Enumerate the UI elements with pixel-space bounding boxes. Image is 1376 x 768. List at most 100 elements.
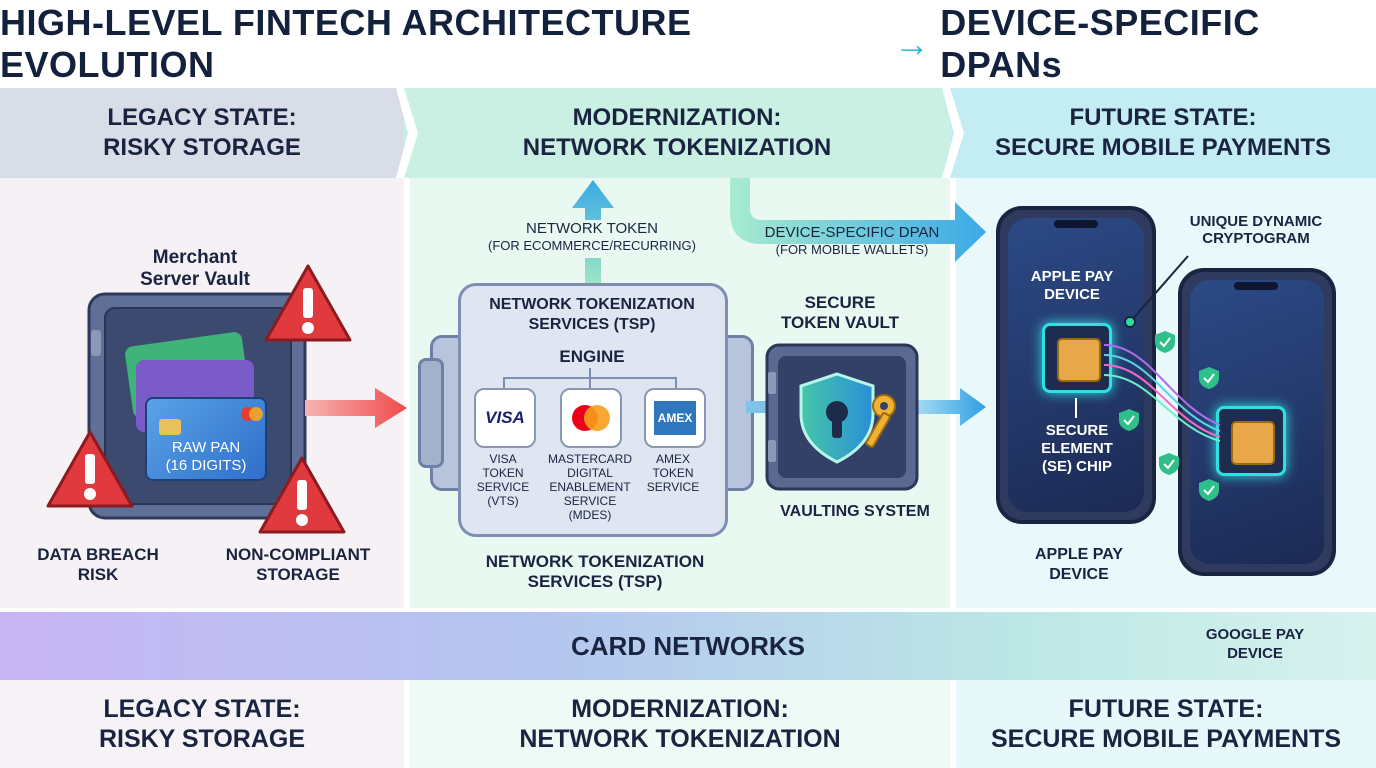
apple-bottom-line2: DEVICE [1049,566,1109,583]
vault-label: Merchant Server Vault [110,247,280,291]
visa-logo-text: VISA [485,408,525,427]
card-networks-label: CARD NETWORKS [571,630,805,661]
shield-icon [799,372,875,464]
dpan-label: DEVICE-SPECIFIC DPAN (FOR MOBILE WALLETS… [752,224,952,258]
visa-line1: VISA [489,452,517,466]
cryptogram-pointer [1124,255,1189,328]
tsp-bottom-line1: NETWORK TOKENIZATION [485,552,705,571]
risk2-line1: NON-COMPLIANT [225,545,371,564]
se-pointer [1075,398,1077,418]
se-chip-label: SECURE ELEMENT (SE) CHIP [1000,422,1154,476]
phone-notch [1054,220,1098,228]
page-title: HIGH-LEVEL FINTECH ARCHITECTURE EVOLUTIO… [0,0,1376,88]
footer-future-line2: SECURE MOBILE PAYMENTS [990,725,1342,753]
check-shield-icon [1119,409,1139,431]
crypto-line1: UNIQUE DYNAMIC [1189,213,1323,230]
network-token-label: NETWORK TOKEN (FOR ECOMMERCE/RECURRING) [452,220,732,254]
chip-icon [1216,406,1286,476]
check-shield-icon [1199,479,1219,501]
vault-label-line1: Merchant [152,247,238,268]
tsp-title-line2: SERVICES (TSP) [528,316,656,333]
future-header-line1: FUTURE STATE: [1069,104,1257,131]
visa-service-label: VISA TOKEN SERVICE (VTS) [470,452,536,508]
warning-icon [258,456,346,534]
mastercard-logo [560,388,622,448]
token-label-line1: NETWORK TOKEN [526,220,658,237]
amex-logo-text: AMEX [653,401,697,435]
risk2-line2: STORAGE [256,565,340,584]
modern-header-line1: MODERNIZATION: [572,104,782,131]
header-chevron-2 [942,88,964,178]
amex-line2: TOKEN [652,466,694,480]
footer-legacy-line1: LEGACY STATE: [103,695,301,723]
apple-bottom-line1: APPLE PAY [1034,546,1124,563]
secure-vault-label: SECURE TOKEN VAULT [760,293,920,333]
apple-line2: DEVICE [1044,286,1100,303]
google-line1: GOOGLE PAY [1205,626,1305,643]
vault-label-line2: Server Vault [140,269,250,290]
visa-line3: SERVICE [476,480,530,494]
key-icon [865,394,896,448]
visa-line2: TOKEN [482,466,524,480]
footer-legacy: LEGACY STATE:RISKY STORAGE [0,680,404,768]
apple-bottom-label: APPLE PAY DEVICE [1004,545,1154,585]
mc-line2: DIGITAL [567,466,613,480]
crypto-line2: CRYPTOGRAM [1202,230,1310,247]
future-header-line2: SECURE MOBILE PAYMENTS [994,134,1332,161]
engine-connectors [503,368,677,390]
modern-header: MODERNIZATION: NETWORK TOKENIZATION [404,88,950,178]
dpan-label-line2: (FOR MOBILE WALLETS) [775,242,929,257]
footer-modern-line2: NETWORK TOKENIZATION [519,725,841,753]
phone-notch [1234,282,1278,290]
credit-card-icon: RAW PAN (16 DIGITS) [145,397,267,481]
vault-line2: TOKEN VAULT [780,313,900,332]
risk-label-noncompliant: NON-COMPLIANT STORAGE [208,545,388,585]
cryptogram-label: UNIQUE DYNAMIC CRYPTOGRAM [1168,213,1344,247]
lock-icon [826,401,848,423]
title-arrow-icon: → [893,23,931,64]
title-right: DEVICE-SPECIFIC DPANs [940,2,1260,85]
amex-line3: SERVICE [646,480,700,494]
apple-line1: APPLE PAY [1030,268,1114,285]
se-line1: SECURE [1045,422,1109,439]
chip-gold [1231,421,1275,465]
tsp-bottom-line2: SERVICES (TSP) [527,572,663,591]
risk1-line2: RISK [77,565,119,584]
arrow-icon [916,388,986,426]
footer-future-line1: FUTURE STATE: [1068,695,1264,723]
mdes-service-label: MASTERCARD DIGITAL ENABLEMENT SERVICE (M… [538,452,642,522]
footer-modern-line1: MODERNIZATION: [571,695,789,723]
dpan-arrow [730,178,986,262]
title-left: HIGH-LEVEL FINTECH ARCHITECTURE EVOLUTIO… [0,2,692,85]
dpan-label-line1: DEVICE-SPECIFIC DPAN [764,224,940,241]
divider-2 [950,178,956,608]
amex-service-label: AMEX TOKEN SERVICE [640,452,706,494]
amex-line1: AMEX [655,452,690,466]
chip-icon [1042,323,1112,393]
tsp-title-line1: NETWORK TOKENIZATION [489,296,695,313]
tsp-title: NETWORK TOKENIZATION SERVICES (TSP) [462,295,722,335]
legacy-column: LEGACY STATE:RISKY STORAGE [0,88,404,608]
engine-label: ENGINE [559,347,625,366]
tsp-left-handle [418,358,444,468]
vault-line1: SECURE [804,293,876,312]
mc-line5: (MDES) [568,508,612,522]
mastercard-icon [572,405,610,431]
apple-device-label: APPLE PAY DEVICE [1000,268,1144,304]
footer-legacy-line2: RISKY STORAGE [98,725,306,753]
vaulting-system-label: VAULTING SYSTEM [780,503,930,520]
card-text-line1: RAW PAN [171,439,241,456]
chip-gold [1057,338,1101,382]
divider-1 [404,178,410,608]
tsp-bottom-label: NETWORK TOKENIZATION SERVICES (TSP) [450,552,740,592]
token-label-line2: (FOR ECOMMERCE/RECURRING) [488,238,696,253]
risk1-line1: DATA BREACH [37,545,159,564]
footer-modern: MODERNIZATION:NETWORK TOKENIZATION [410,680,950,768]
check-shield-icon [1159,453,1179,475]
mc-circle-right [249,407,263,421]
modern-header-line2: NETWORK TOKENIZATION [522,134,832,161]
future-header: FUTURE STATE: SECURE MOBILE PAYMENTS [950,88,1376,178]
card-chip-icon [159,419,181,435]
connector-line [746,401,770,413]
warning-icon [46,430,134,508]
